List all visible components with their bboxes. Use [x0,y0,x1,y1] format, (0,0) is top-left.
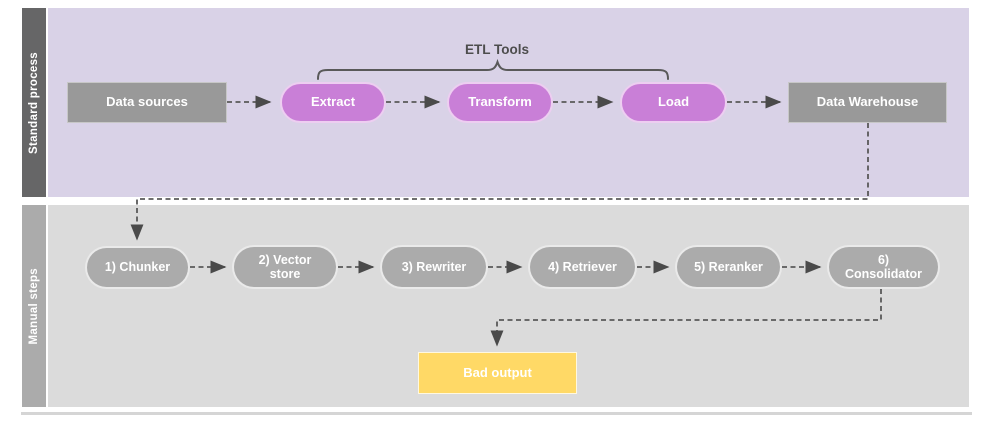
lane-label-standard-process: Standard process [22,8,46,197]
node-bad-output: Bad output [418,352,577,394]
node-chunker-label: 1) Chunker [104,260,171,275]
node-data-sources-label: Data sources [106,94,188,110]
node-vector-store: 2) Vector store [232,245,338,289]
node-transform: Transform [447,82,553,123]
node-retriever: 4) Retriever [528,245,637,289]
node-load-label: Load [657,94,690,110]
node-retriever-label: 4) Retriever [548,259,617,274]
lane-label-standard-process-text: Standard process [28,51,40,154]
node-chunker: 1) Chunker [85,246,190,289]
node-load: Load [620,82,727,123]
lane-label-manual-steps-text: Manual steps [28,267,40,345]
node-rewriter: 3) Rewriter [380,245,488,289]
node-extract: Extract [280,82,386,123]
node-data-warehouse-label: Data Warehouse [816,94,919,110]
lane-label-manual-steps: Manual steps [22,205,46,407]
node-bad-output-label: Bad output [463,364,532,380]
node-data-warehouse: Data Warehouse [788,82,947,123]
node-data-sources: Data sources [67,82,227,123]
node-rewriter-label: 3) Rewriter [401,259,467,274]
node-extract-label: Extract [310,94,356,110]
node-consolidator-label: 6) Consolidator [844,252,923,281]
node-reranker-label: 5) Reranker [694,259,763,274]
etl-tools-group-label: ETL Tools [465,42,529,57]
node-transform-label: Transform [468,94,532,110]
node-consolidator: 6) Consolidator [827,245,940,289]
diagram-bottom-separator [21,412,972,415]
node-vector-store-label: 2) Vector store [258,252,312,281]
node-reranker: 5) Reranker [675,245,782,289]
